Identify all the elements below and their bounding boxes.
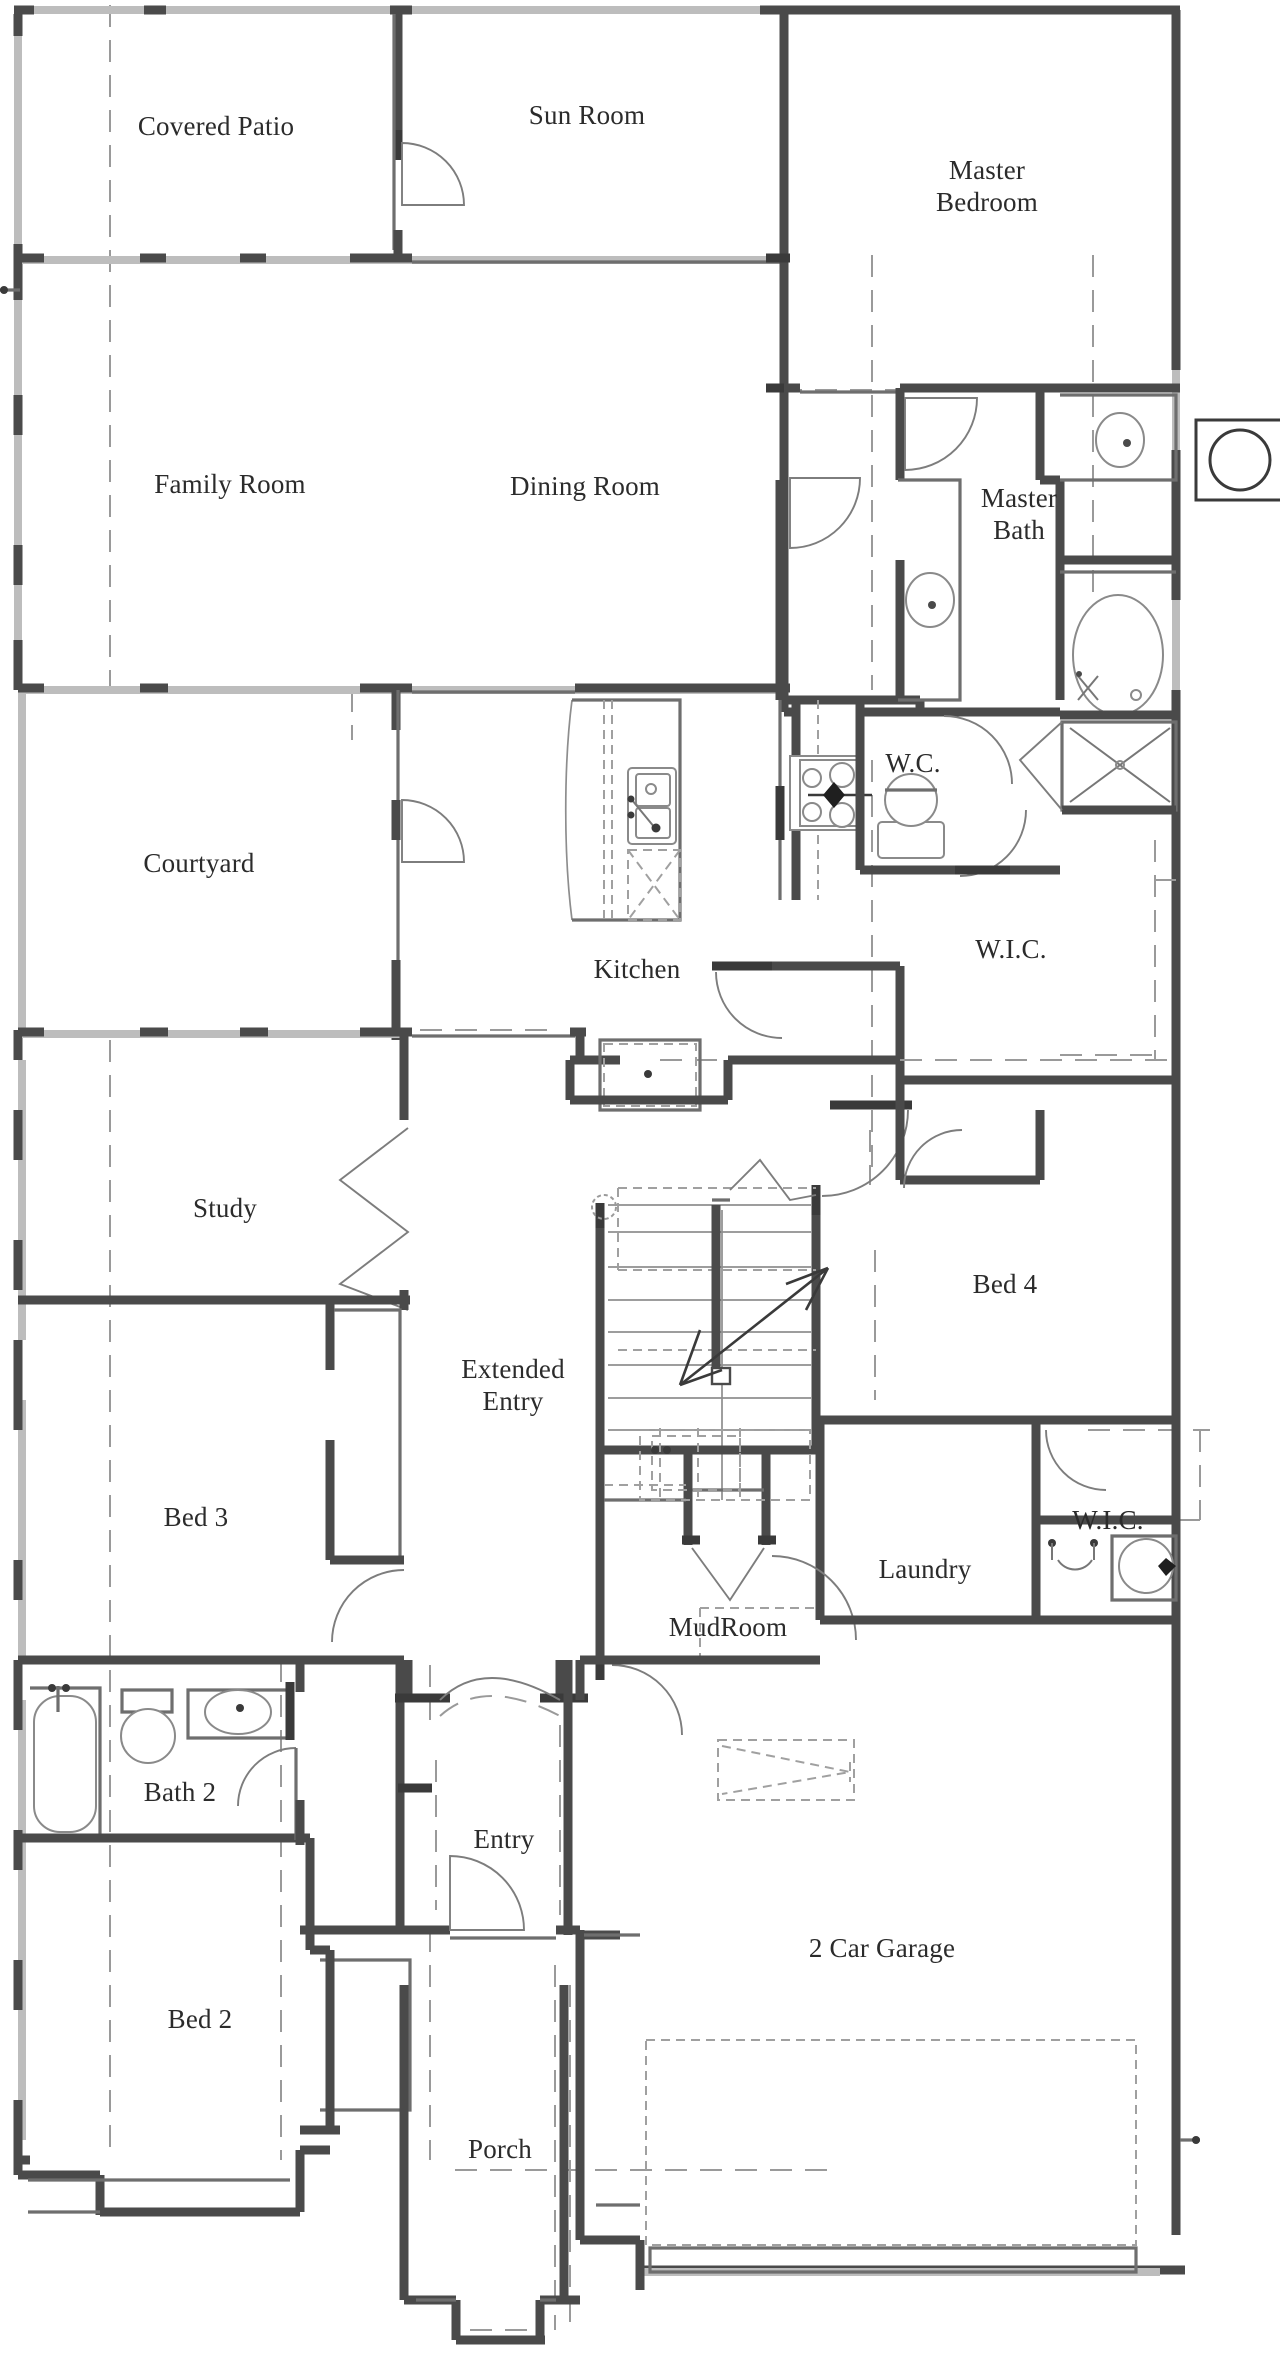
master-bath-walls bbox=[784, 388, 1280, 815]
laundry-mudroom bbox=[595, 1415, 1178, 1736]
courtyard-study-walls bbox=[18, 690, 586, 1311]
hidden-overhang-lines bbox=[109, 5, 1210, 2330]
garage bbox=[575, 1655, 1200, 2290]
exterior-walls bbox=[13, 5, 1185, 2276]
lower-left-walls bbox=[18, 1300, 588, 2345]
exterior-ticks bbox=[0, 286, 20, 294]
upper-walls bbox=[18, 10, 1180, 700]
bed4-area bbox=[816, 1080, 1176, 1625]
exterior-equipment-icon bbox=[1194, 418, 1280, 502]
kitchen bbox=[564, 698, 1176, 1112]
family-dining-walls bbox=[18, 480, 790, 712]
master-wic bbox=[900, 879, 1176, 1061]
stairs bbox=[591, 1100, 912, 1500]
